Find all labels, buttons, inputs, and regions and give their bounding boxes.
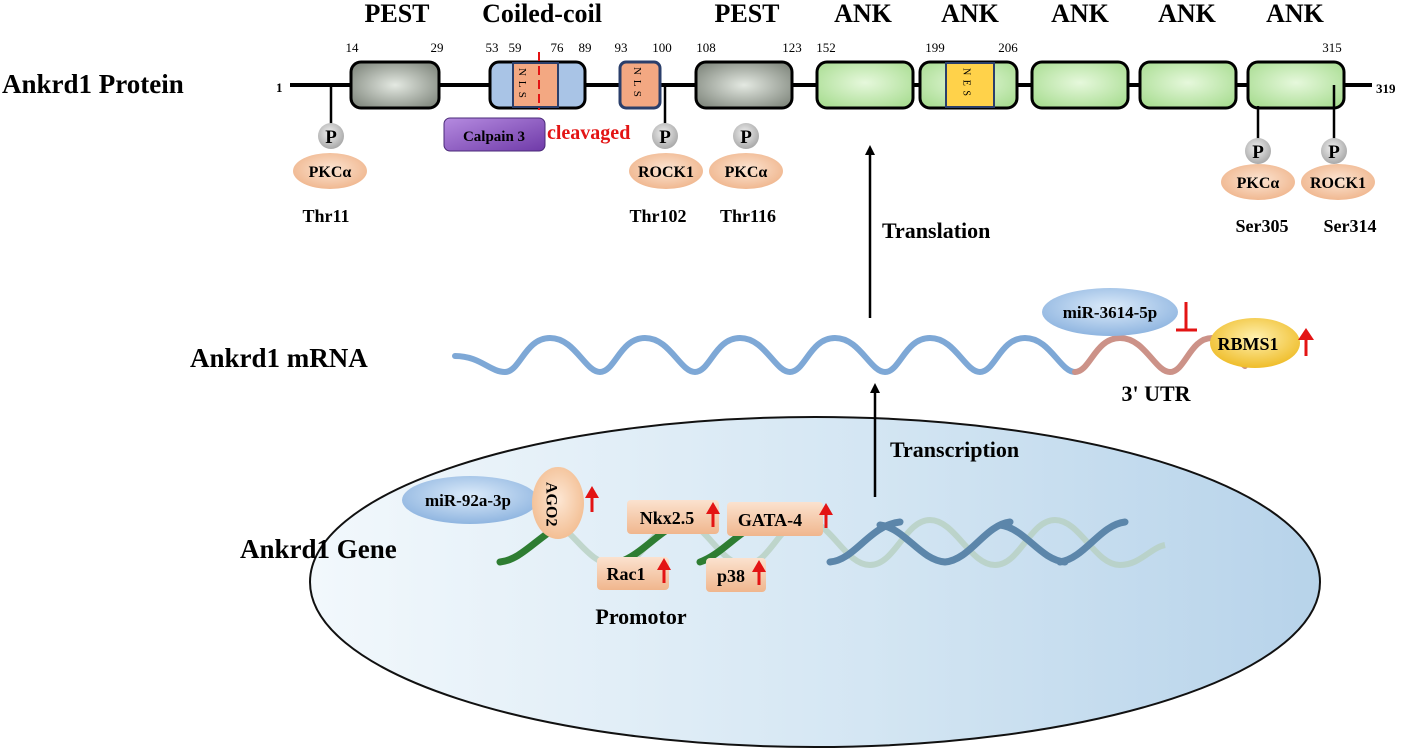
phospho-thr11 xyxy=(318,123,344,149)
position-59: 59 xyxy=(509,40,522,55)
nls-motif-2-label: N L S xyxy=(631,67,643,98)
mirna-92a-3p-label: miR-92a-3p xyxy=(425,491,511,510)
transcription-label: Transcription xyxy=(890,437,1019,462)
residue-positions: 14 29 53 59 76 89 93 100 108 123 152 199… xyxy=(346,40,1342,55)
nls-motif-1-label: N L S xyxy=(516,68,528,99)
position-199: 199 xyxy=(925,40,945,55)
site-thr11: Thr11 xyxy=(302,206,349,226)
phospho-thr102 xyxy=(652,123,678,149)
site-ser314: Ser314 xyxy=(1324,216,1377,236)
gene-label: Ankrd1 Gene xyxy=(240,534,397,564)
mirna-3614-5p-label: miR-3614-5p xyxy=(1063,303,1157,322)
tf-gata4-box xyxy=(727,502,823,536)
ago2-up-arrow xyxy=(585,486,599,512)
domain-title-ank-4: ANK xyxy=(1158,0,1217,28)
tf-nkx25-box xyxy=(627,500,719,534)
nkx25-up-arrow xyxy=(706,502,720,527)
translation-label: Translation xyxy=(882,218,990,243)
kinase-pkca-thr11 xyxy=(293,153,367,189)
promotor-label: Promotor xyxy=(595,604,686,629)
protein-label: Ankrd1 Protein xyxy=(2,69,184,99)
calpain-3-box xyxy=(443,117,546,152)
nes-motif xyxy=(945,62,995,108)
tf-gata4-label: GATA-4 xyxy=(738,510,802,530)
phospho-ser314-label: P xyxy=(1328,142,1340,163)
position-76: 76 xyxy=(551,40,565,55)
kinase-rock1-thr102-label: ROCK1 xyxy=(638,164,694,181)
domain-title-ank-1: ANK xyxy=(834,0,893,28)
site-thr116: Thr116 xyxy=(720,206,776,226)
mrna-coding-strand xyxy=(452,334,1078,376)
tf-rac1-label: Rac1 xyxy=(607,564,646,584)
position-14: 14 xyxy=(346,40,360,55)
domain-title-ank-3: ANK xyxy=(1051,0,1110,28)
nls-motif-1 xyxy=(512,62,559,108)
utr-label: 3' UTR xyxy=(1121,381,1191,406)
ank-repeat-1 xyxy=(815,60,915,110)
phospho-ser305 xyxy=(1245,138,1271,164)
p38-up-arrow xyxy=(752,560,766,585)
site-ser305: Ser305 xyxy=(1236,216,1289,236)
kinase-rock1-ser314-label: ROCK1 xyxy=(1310,175,1366,192)
calpain-3-label: Calpain 3 xyxy=(463,129,525,145)
nucleus xyxy=(309,416,1321,748)
cleavaged-label: cleavaged xyxy=(547,122,630,144)
ank-repeat-3 xyxy=(1030,60,1130,110)
domain-title-pest-2: PEST xyxy=(714,0,779,28)
mirna-3614-5p xyxy=(1042,288,1178,336)
ago2-protein xyxy=(532,467,584,539)
position-100: 100 xyxy=(652,40,672,55)
domain-title-ank-2: ANK xyxy=(941,0,1000,28)
kinase-pkca-ser305 xyxy=(1221,164,1295,200)
ank-repeat-5 xyxy=(1246,60,1346,110)
position-315: 315 xyxy=(1322,40,1342,55)
kinase-pkca-thr116 xyxy=(709,153,783,189)
position-93: 93 xyxy=(615,40,628,55)
domain-title-coiled-coil: Coiled-coil xyxy=(482,0,602,28)
kinase-rock1-ser314 xyxy=(1301,164,1375,200)
phospho-ser314 xyxy=(1321,138,1347,164)
kinase-rock1-thr102 xyxy=(629,153,703,189)
gata4-up-arrow xyxy=(819,503,833,528)
protein-end-label: 319 xyxy=(1376,81,1396,96)
nls-domain-2 xyxy=(618,60,662,110)
phospho-thr102-label: P xyxy=(659,127,671,148)
nes-motif-label: N E S xyxy=(961,68,972,97)
rbms1-label: RBMS1 xyxy=(1217,334,1278,354)
phospho-thr11-label: P xyxy=(325,127,337,148)
domain-title-pest-1: PEST xyxy=(364,0,429,28)
position-53: 53 xyxy=(486,40,499,55)
tf-rac1-box xyxy=(597,557,669,590)
tf-p38-label: p38 xyxy=(717,566,745,586)
rbms1-up-arrow xyxy=(1298,328,1314,356)
pest-domain-2 xyxy=(694,60,794,110)
domain-title-ank-5: ANK xyxy=(1266,0,1325,28)
tf-p38-box xyxy=(706,558,766,592)
position-206: 206 xyxy=(998,40,1018,55)
position-123: 123 xyxy=(782,40,802,55)
mrna-label: Ankrd1 mRNA xyxy=(190,343,368,373)
pest-domain-1 xyxy=(349,60,441,110)
dna-coding-strand xyxy=(826,518,1129,566)
rbms1-protein xyxy=(1210,318,1300,368)
position-89: 89 xyxy=(579,40,592,55)
tf-nkx25-label: Nkx2.5 xyxy=(640,508,695,528)
phospho-ser305-label: P xyxy=(1252,142,1264,163)
phospho-thr116-label: P xyxy=(740,127,752,148)
position-108: 108 xyxy=(696,40,716,55)
kinase-pkca-thr116-label: PKCα xyxy=(725,164,768,181)
mirna-92a-3p xyxy=(402,476,538,524)
phospho-thr116 xyxy=(733,123,759,149)
site-thr102: Thr102 xyxy=(629,206,686,226)
position-29: 29 xyxy=(431,40,444,55)
ank-repeat-4 xyxy=(1138,60,1238,110)
ago2-label: AGO2 xyxy=(543,482,560,526)
protein-start-label: 1 xyxy=(276,80,283,95)
position-152: 152 xyxy=(816,40,836,55)
kinase-pkca-ser305-label: PKCα xyxy=(1237,175,1280,192)
inhibition-mark xyxy=(1176,302,1197,332)
kinase-pkca-thr11-label: PKCα xyxy=(309,164,352,181)
rac1-up-arrow xyxy=(657,558,671,583)
